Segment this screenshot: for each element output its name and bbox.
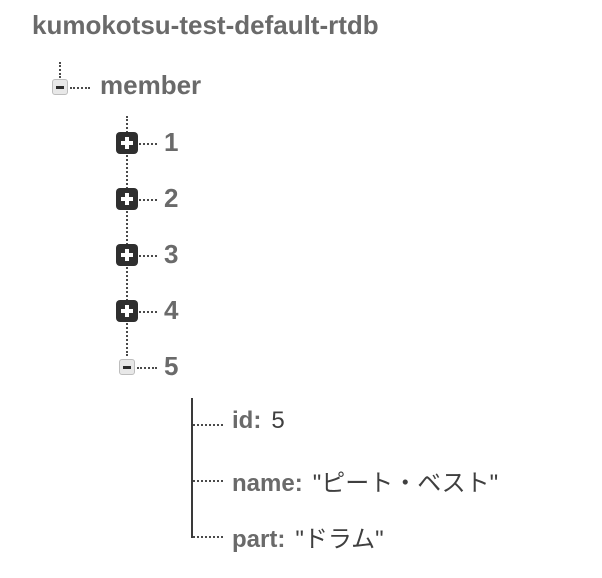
node-label-3[interactable]: 3 (164, 239, 179, 269)
field-row-id[interactable]: id: 5 (232, 407, 285, 435)
tree-connector (139, 199, 157, 201)
tree-connector (70, 87, 90, 89)
tree-connector (193, 480, 223, 482)
node-label-member[interactable]: member (100, 70, 202, 100)
field-value: "ドラム" (295, 526, 384, 553)
field-key: part: (232, 526, 286, 553)
tree-connector (139, 143, 157, 145)
field-value: 5 (271, 407, 285, 434)
node-label-4[interactable]: 4 (164, 295, 179, 325)
tree-connector (193, 424, 223, 426)
database-title: kumokotsu-test-default-rtdb (32, 10, 379, 40)
expand-node-3-icon[interactable] (116, 244, 138, 266)
field-key: name: (232, 470, 303, 497)
node-label-1[interactable]: 1 (164, 127, 179, 157)
expand-node-2-icon[interactable] (116, 188, 138, 210)
tree-connector (59, 62, 61, 78)
field-key: id: (232, 407, 262, 434)
tree-connector (193, 536, 223, 538)
node-label-5[interactable]: 5 (164, 351, 179, 381)
tree-connector (191, 398, 193, 538)
expand-node-4-icon[interactable] (116, 300, 138, 322)
expand-node-1-icon[interactable] (116, 132, 138, 154)
node-label-2[interactable]: 2 (164, 183, 179, 213)
collapse-member-icon[interactable] (52, 79, 68, 95)
collapse-node-5-icon[interactable] (119, 359, 135, 375)
tree-connector (139, 255, 157, 257)
tree-connector (126, 116, 128, 356)
field-row-name[interactable]: name: "ピート・ベスト" (232, 463, 498, 498)
field-row-part[interactable]: part: "ドラム" (232, 519, 384, 554)
tree-connector (137, 367, 157, 369)
field-value: "ピート・ベスト" (312, 470, 499, 497)
tree-connector (139, 311, 157, 313)
